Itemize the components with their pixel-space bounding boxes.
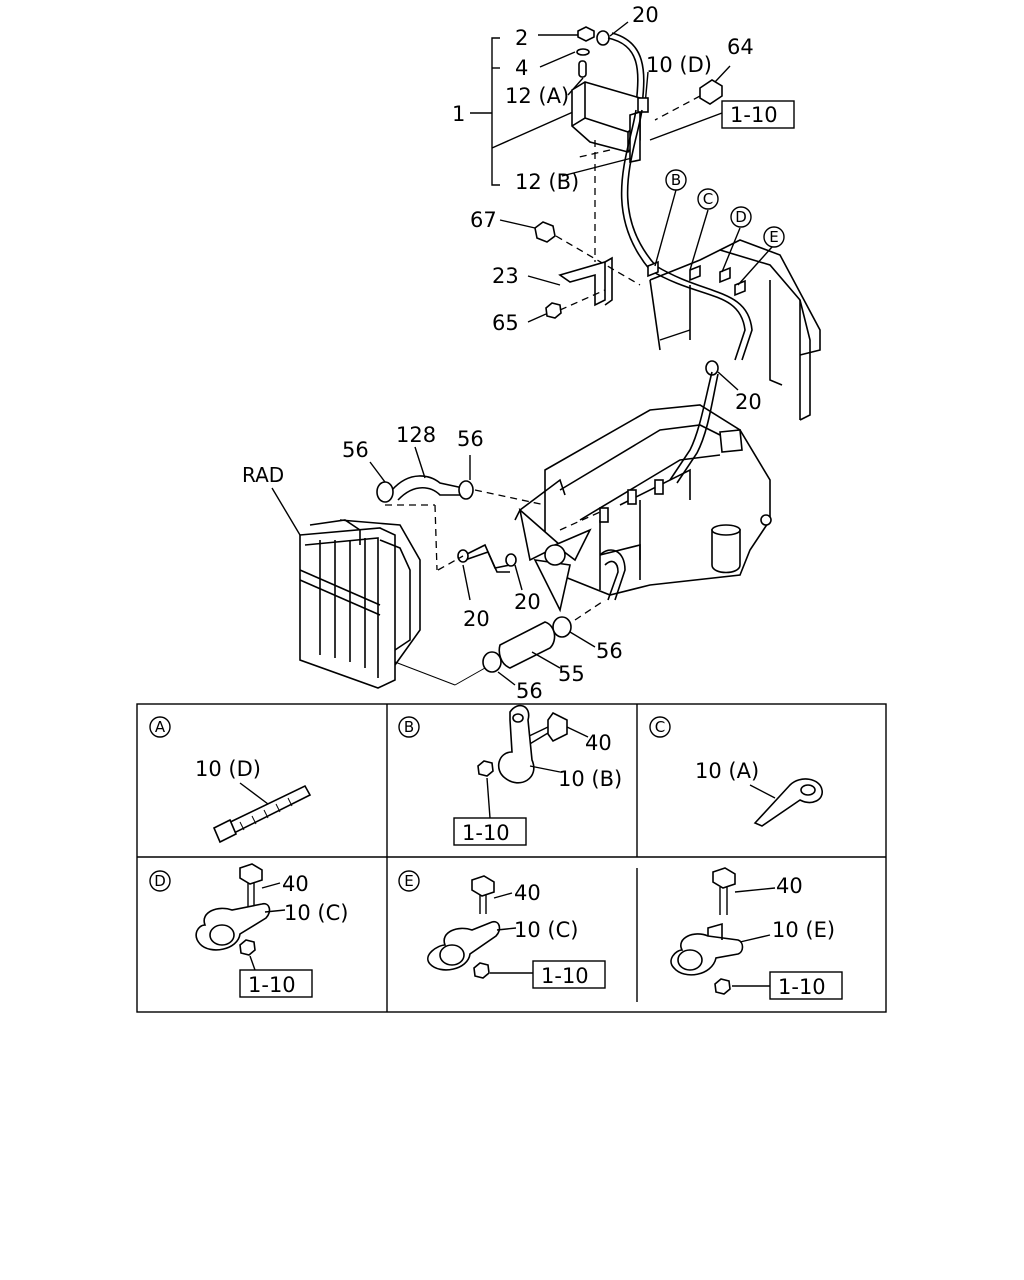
cap-part (577, 26, 595, 42)
label-20-top: 20 (632, 3, 659, 27)
callout-d: D (735, 208, 747, 226)
clamp-10c-d (195, 902, 271, 951)
detail-e-part: 10 (C) (514, 918, 578, 942)
detail-e-letter: E (404, 872, 413, 890)
cable-tie (220, 784, 312, 838)
fitting-64 (699, 79, 723, 105)
detail-c-letter: C (655, 718, 665, 736)
reservoir-assembly (470, 21, 795, 361)
detail-e: E 40 10 (C) 1-10 (398, 870, 606, 989)
ref-1-10-top: 1-10 (730, 103, 778, 127)
label-55: 55 (558, 662, 585, 686)
label-20-mid-b: 20 (514, 590, 541, 614)
detail-f-part: 10 (E) (772, 918, 835, 942)
label-56-d: 56 (516, 679, 543, 703)
radiator (299, 527, 396, 689)
detail-a: A 10 (D) (149, 716, 312, 844)
label-64: 64 (727, 35, 754, 59)
detail-d: D 40 10 (C) 1-10 (149, 863, 348, 998)
callout-e: E (769, 228, 778, 246)
detail-d-ref: 1-10 (248, 973, 296, 997)
bolt-67 (534, 221, 556, 243)
washer-part (576, 48, 590, 56)
label-128: 128 (396, 423, 436, 447)
label-12a: 12 (A) (505, 84, 569, 108)
detail-b-bolt: 40 (585, 731, 612, 755)
label-56-b: 56 (457, 427, 484, 451)
detail-f-ref: 1-10 (778, 975, 826, 999)
label-4: 4 (515, 56, 528, 80)
detail-f: 40 10 (E) 1-10 (670, 867, 843, 1000)
hose-55 (498, 621, 556, 669)
clamp-56-d (552, 616, 572, 638)
detail-c: C 10 (A) (649, 716, 823, 827)
clamp-56-b (458, 480, 474, 500)
label-67: 67 (470, 208, 497, 232)
radiator-group (271, 446, 606, 689)
clamp-56-a (376, 481, 394, 503)
label-65: 65 (492, 311, 519, 335)
label-23: 23 (492, 264, 519, 288)
label-56-a: 56 (342, 438, 369, 462)
detail-f-bolt: 40 (776, 874, 803, 898)
clamp-10c-e (427, 920, 501, 971)
pin-part (578, 60, 587, 78)
label-1: 1 (452, 102, 465, 126)
detail-d-part: 10 (C) (284, 901, 348, 925)
detail-a-part: 10 (D) (195, 757, 261, 781)
detail-c-part: 10 (A) (695, 759, 759, 783)
clamp-56-c (482, 651, 502, 673)
main-labels: 1 2 4 12 (A) 12 (B) 20 10 (D) 64 1-10 67… (242, 3, 778, 703)
label-20-mid-a: 20 (463, 607, 490, 631)
clamp-10e (670, 933, 744, 976)
label-12b: 12 (B) (515, 170, 579, 194)
detail-e-bolt: 40 (514, 881, 541, 905)
engine (514, 404, 772, 613)
label-rad: RAD (242, 463, 284, 487)
callout-c: C (703, 190, 713, 208)
callout-b: B (671, 171, 681, 189)
detail-b: B 40 10 (B) 1-10 (398, 704, 622, 846)
detail-e-ref: 1-10 (541, 964, 589, 988)
detail-a-letter: A (155, 718, 166, 736)
detail-b-ref: 1-10 (462, 821, 510, 845)
detail-d-letter: D (154, 872, 166, 890)
label-56-c: 56 (596, 639, 623, 663)
nut-65 (545, 302, 562, 319)
label-20-right: 20 (735, 390, 762, 414)
label-10d-top: 10 (D) (646, 53, 712, 77)
frame-rail: B C D E (647, 169, 821, 484)
detail-b-part: 10 (B) (558, 767, 622, 791)
clip-10a (753, 778, 823, 827)
detail-d-bolt: 40 (282, 872, 309, 896)
label-2: 2 (515, 26, 528, 50)
detail-grid (136, 703, 887, 1013)
bracket-23 (558, 260, 606, 307)
p-clamp (497, 704, 535, 784)
detail-b-letter: B (404, 718, 414, 736)
clamp-20-top (596, 30, 610, 46)
